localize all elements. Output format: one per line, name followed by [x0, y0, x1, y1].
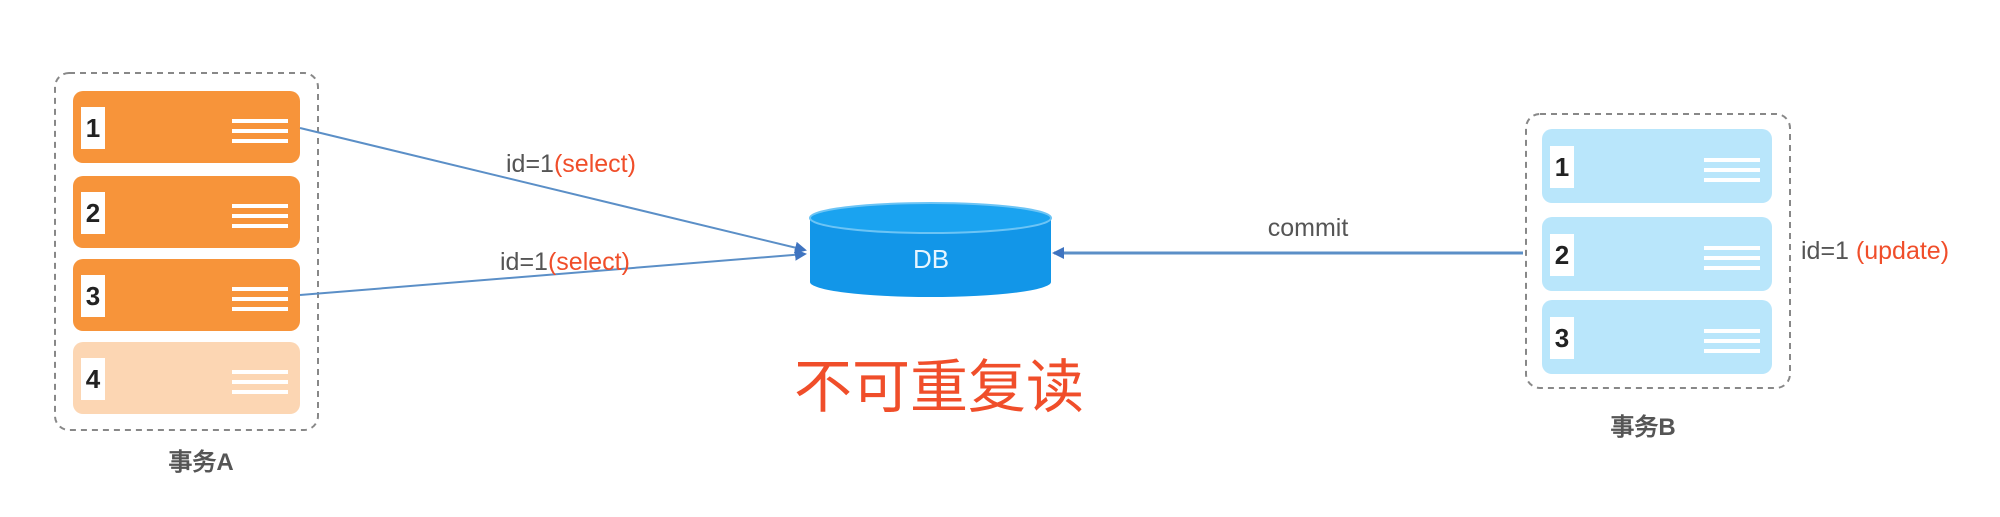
document-icon: [1550, 146, 1574, 188]
transaction-b-border: [1525, 113, 1791, 389]
row-card: [73, 91, 300, 163]
transaction-a-row: 2: [73, 176, 300, 248]
transaction-b-label: 事务B: [1610, 413, 1675, 441]
select-label-1-op: (select): [554, 150, 636, 178]
select-label-2-op: (select): [548, 248, 630, 276]
transaction-a-row: 3: [73, 259, 300, 331]
row-number: 2: [1555, 240, 1569, 270]
select-label-2: id=1(select): [500, 248, 630, 276]
row-card: [73, 342, 300, 414]
diagram-title: 不可重复读: [794, 353, 1084, 421]
lines-icon: [1704, 158, 1760, 182]
update-label-prefix: id=1: [1801, 237, 1856, 265]
select-label-1-prefix: id=1: [506, 150, 554, 178]
document-icon: [1550, 317, 1574, 359]
document-icon: [81, 192, 105, 234]
row-card: [1542, 129, 1772, 203]
db-label: DB: [913, 244, 949, 274]
row-number: 1: [1555, 152, 1569, 182]
transaction-b-row: 1: [1542, 129, 1772, 203]
lines-icon: [232, 287, 288, 311]
transaction-a-label: 事务A: [168, 448, 233, 476]
transaction-a: 1 2 3 4 事务A: [54, 72, 319, 476]
row-card: [1542, 300, 1772, 374]
lines-icon: [232, 370, 288, 394]
lines-icon: [1704, 329, 1760, 353]
transaction-b-row: 2: [1542, 217, 1772, 291]
row-number: 2: [86, 198, 100, 228]
row-card: [73, 259, 300, 331]
transaction-b: 1 2 3 事务B: [1525, 113, 1791, 441]
row-card: [1542, 217, 1772, 291]
row-number: 1: [86, 113, 100, 143]
select-label-1: id=1(select): [506, 150, 636, 178]
transaction-a-row: 1: [73, 91, 300, 163]
row-number: 3: [1555, 323, 1569, 353]
row-card: [73, 176, 300, 248]
lines-icon: [232, 119, 288, 143]
transaction-b-row: 3: [1542, 300, 1772, 374]
row-number: 3: [86, 281, 100, 311]
select-arrow-2: [299, 248, 807, 296]
commit-label: commit: [1268, 214, 1349, 242]
lines-icon: [232, 204, 288, 228]
update-label-op: (update): [1856, 237, 1949, 265]
database-cylinder: DB: [809, 202, 1052, 298]
document-icon: [81, 358, 105, 400]
lines-icon: [1704, 246, 1760, 270]
transaction-a-border: [54, 72, 319, 431]
row-number: 4: [86, 364, 101, 394]
document-icon: [81, 275, 105, 317]
update-label: id=1 (update): [1801, 237, 1949, 265]
select-label-2-prefix: id=1: [500, 248, 548, 276]
document-icon: [1550, 234, 1574, 276]
select-arrow-1: [299, 127, 807, 254]
transaction-a-row: 4: [73, 342, 300, 414]
document-icon: [81, 107, 105, 149]
